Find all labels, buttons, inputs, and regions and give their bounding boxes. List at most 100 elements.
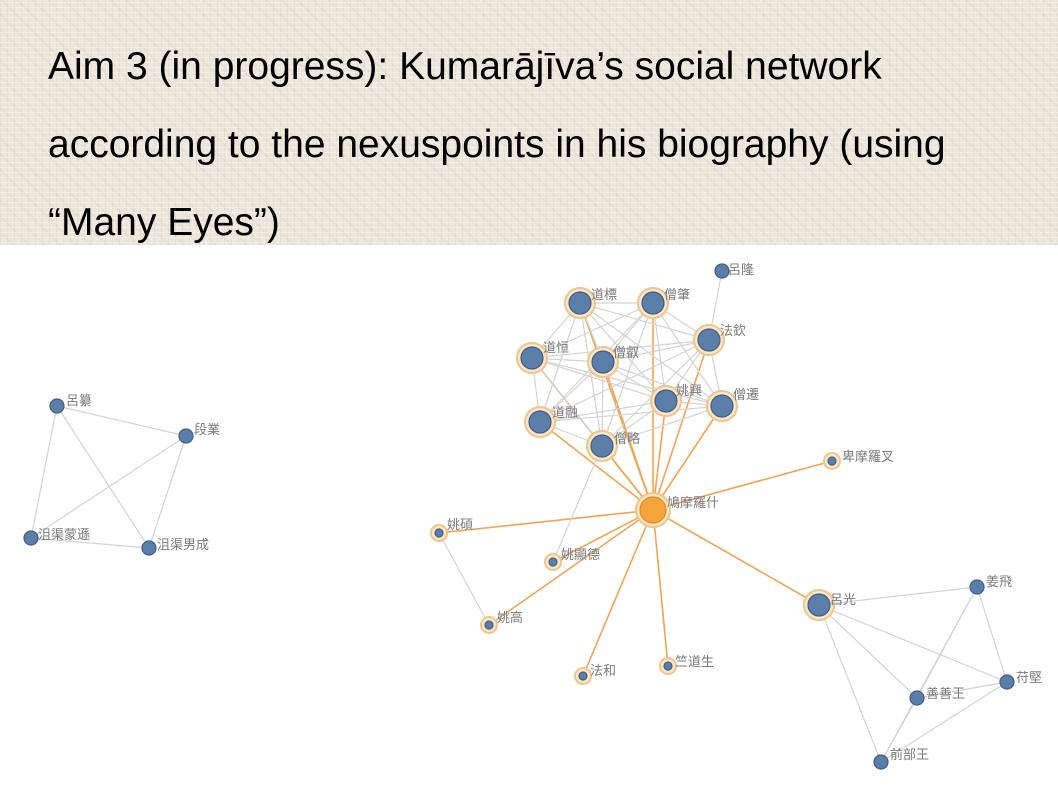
node-yao_gao[interactable] bbox=[480, 616, 498, 634]
node-label-kumarajiva: 鳩摩羅什 bbox=[667, 495, 719, 511]
node-qianbu_wang[interactable] bbox=[873, 754, 889, 770]
node-label-seng_rui: 僧叡 bbox=[613, 346, 639, 361]
node-label-qianbu_wang: 前部王 bbox=[890, 747, 929, 763]
node-kumarajiva[interactable] bbox=[635, 492, 671, 528]
node-beimoluocha[interactable] bbox=[823, 452, 841, 470]
node-lu_zuan[interactable] bbox=[49, 398, 65, 414]
node-dot bbox=[434, 528, 444, 538]
node-fu_jian[interactable] bbox=[999, 674, 1015, 690]
node-seng_zhao[interactable] bbox=[637, 287, 669, 319]
node-dot bbox=[654, 389, 678, 413]
edge-kumarajiva-dao_rong bbox=[539, 421, 654, 511]
node-jiang_fei[interactable] bbox=[969, 579, 985, 595]
node-yao_xiande[interactable] bbox=[544, 553, 562, 571]
node-seng_qian[interactable] bbox=[706, 390, 738, 422]
node-yao_shuo[interactable] bbox=[430, 524, 448, 542]
node-label-dao_biao: 道標 bbox=[591, 288, 617, 303]
node-dot bbox=[590, 434, 614, 458]
node-dot bbox=[23, 530, 39, 546]
label-layer: 呂隆道標僧肇法欽道恒僧叡僧遷姚興道融僧略卑摩羅叉鳩摩羅什姚碩姚顯德姚高法和竺道生… bbox=[38, 263, 1042, 763]
edge-jiang_fei-fu_jian bbox=[976, 586, 1008, 683]
node-dao_rong[interactable] bbox=[524, 406, 556, 438]
edge-kumarajiva-fa_he bbox=[582, 509, 654, 677]
node-dot bbox=[639, 496, 667, 524]
node-fa_qin[interactable] bbox=[693, 324, 725, 356]
node-lu_long[interactable] bbox=[714, 263, 730, 279]
edge-kumarajiva-yao_shuo bbox=[438, 509, 654, 534]
edge-lu_guang-qianbu_wang bbox=[818, 604, 882, 763]
edge-kumarajiva-yao_gao bbox=[488, 509, 654, 626]
node-label-juqu_nancheng: 沮渠男成 bbox=[157, 538, 209, 553]
node-dot bbox=[641, 291, 665, 315]
edge-duan_ye-juqu_mengxun bbox=[30, 435, 187, 539]
edge-lu_guang-fu_jian bbox=[818, 604, 1008, 683]
edge-lu_zuan-juqu_nancheng bbox=[56, 405, 150, 549]
edge-seng_zhao-seng_lue bbox=[601, 302, 654, 447]
node-label-seng_lue: 僧略 bbox=[614, 431, 640, 447]
node-label-lu_guang: 呂光 bbox=[830, 593, 856, 608]
edge-kumarajiva-yao_xing bbox=[652, 400, 667, 511]
node-dot bbox=[807, 593, 831, 617]
node-label-lu_long: 呂隆 bbox=[728, 263, 754, 278]
node-label-dao_rong: 道融 bbox=[552, 406, 578, 421]
edge-fa_qin-dao_heng bbox=[531, 339, 710, 359]
edge-yao_xiande-seng_lue bbox=[552, 445, 603, 563]
node-label-beimoluocha: 卑摩羅叉 bbox=[842, 449, 894, 465]
node-duan_ye[interactable] bbox=[178, 428, 194, 444]
node-label-yao_shuo: 姚碩 bbox=[447, 518, 473, 533]
node-seng_rui[interactable] bbox=[587, 346, 619, 378]
edge-fa_qin-seng_rui bbox=[602, 339, 710, 363]
edge-dao_heng-seng_qian bbox=[531, 357, 723, 407]
node-dot bbox=[178, 428, 194, 444]
node-dot bbox=[999, 674, 1015, 690]
node-label-fa_qin: 法欽 bbox=[720, 324, 746, 339]
node-dot bbox=[714, 263, 730, 279]
node-seng_lue[interactable] bbox=[586, 430, 618, 462]
node-dao_biao[interactable] bbox=[564, 287, 596, 319]
node-label-shanshan_wang: 善善王 bbox=[926, 686, 965, 702]
edge-dao_biao-seng_lue bbox=[579, 302, 603, 447]
node-label-jiang_fei: 姜飛 bbox=[986, 575, 1012, 590]
edge-lu_guang-jiang_fei bbox=[818, 586, 978, 606]
node-label-yao_xiande: 姚顯德 bbox=[561, 548, 600, 563]
node-label-seng_qian: 僧遷 bbox=[733, 388, 759, 403]
edge-dao_biao-seng_qian bbox=[579, 302, 723, 407]
node-dot bbox=[710, 394, 734, 418]
edge-yao_shuo-yao_gao bbox=[438, 532, 490, 626]
edge-duan_ye-juqu_nancheng bbox=[148, 435, 187, 549]
node-zhu_daosheng[interactable] bbox=[659, 657, 677, 675]
node-juqu_nancheng[interactable] bbox=[141, 540, 157, 556]
node-dot bbox=[591, 350, 615, 374]
edge-seng_qian-dao_rong bbox=[539, 405, 723, 423]
node-lu_guang[interactable] bbox=[803, 589, 835, 621]
network-graph: 呂隆道標僧肇法欽道恒僧叡僧遷姚興道融僧略卑摩羅叉鳩摩羅什姚碩姚顯德姚高法和竺道生… bbox=[23, 263, 1042, 770]
edge-lu_zuan-juqu_mengxun bbox=[30, 405, 58, 539]
edge-juqu_mengxun-juqu_nancheng bbox=[30, 537, 150, 549]
node-fa_he[interactable] bbox=[574, 667, 592, 685]
node-juqu_mengxun[interactable] bbox=[23, 530, 39, 546]
node-label-fu_jian: 苻堅 bbox=[1016, 671, 1042, 686]
node-dot bbox=[578, 671, 588, 681]
edge-shanshan_wang-qianbu_wang bbox=[880, 697, 918, 763]
edge-dao_biao-fa_qin bbox=[579, 302, 710, 341]
node-dot bbox=[520, 346, 544, 370]
node-dot bbox=[528, 410, 552, 434]
node-label-yao_xing: 姚興 bbox=[676, 384, 702, 399]
edge-kumarajiva-beimoluocha bbox=[652, 460, 833, 511]
edge-kumarajiva-lu_guang bbox=[652, 509, 820, 606]
edge-dao_biao-yao_xing bbox=[579, 302, 667, 402]
node-dot bbox=[697, 328, 721, 352]
node-label-dao_heng: 道恒 bbox=[543, 341, 569, 356]
node-dot bbox=[548, 557, 558, 567]
node-label-yao_gao: 姚高 bbox=[497, 610, 523, 626]
edge-layer bbox=[30, 270, 1008, 763]
network-graph-panel: 呂隆道標僧肇法欽道恒僧叡僧遷姚興道融僧略卑摩羅叉鳩摩羅什姚碩姚顯德姚高法和竺道生… bbox=[0, 245, 1058, 793]
edge-lu_zuan-duan_ye bbox=[56, 405, 187, 437]
node-dot bbox=[484, 620, 494, 630]
edge-fu_jian-qianbu_wang bbox=[880, 681, 1008, 763]
edge-dao_biao-dao_rong bbox=[539, 302, 581, 423]
node-yao_xing[interactable] bbox=[650, 385, 682, 417]
node-shanshan_wang[interactable] bbox=[909, 690, 925, 706]
node-dao_heng[interactable] bbox=[516, 342, 548, 374]
